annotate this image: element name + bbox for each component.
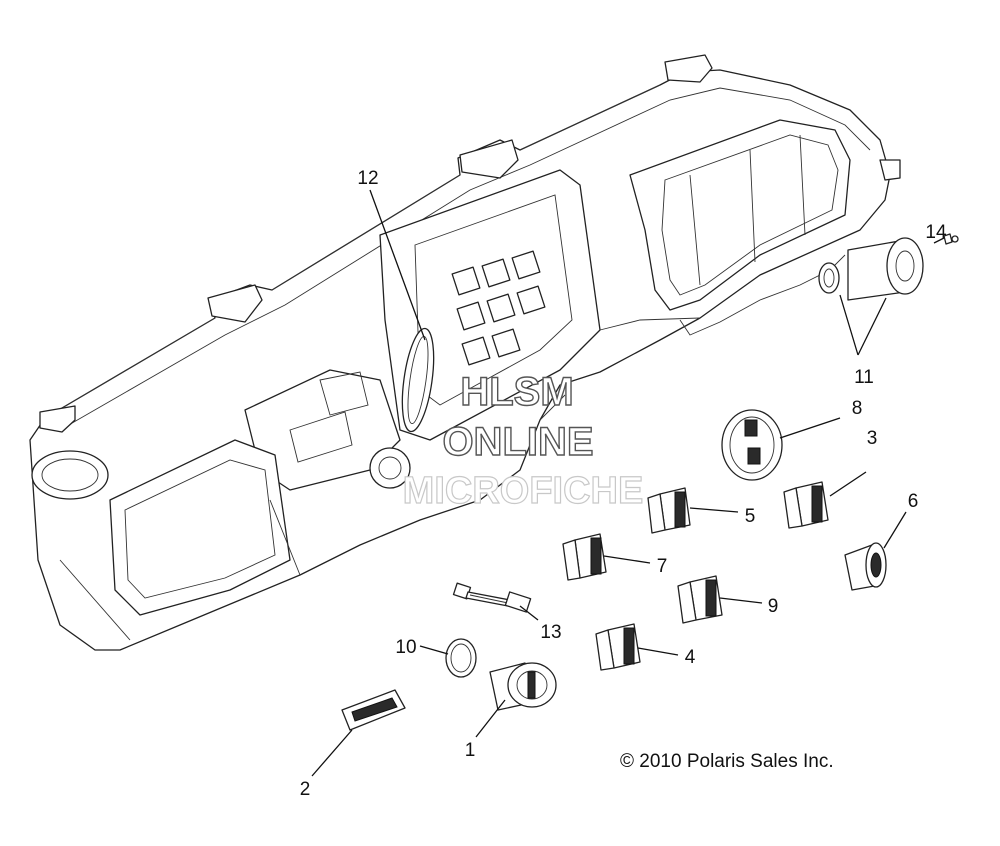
watermark-line-2: ONLINE [442,420,593,464]
callout-9[interactable]: 9 [768,596,779,617]
part-10-o-ring [445,638,477,678]
dashboard-panel [29,54,901,651]
grab-handle [401,327,435,433]
watermark: HLSM ONLINE MICROFICHE [402,369,644,512]
part-8-usb-socket [721,409,783,481]
part-3-rocker-switch [783,481,829,529]
watermark-line-1: HLSM [460,370,573,414]
part-11-mount [818,237,924,301]
watermark-line-3: MICROFICHE [403,470,644,512]
callout-14[interactable]: 14 [925,222,947,243]
copyright-notice: © 2010 Polaris Sales Inc. [620,751,834,772]
callout-7[interactable]: 7 [657,556,668,577]
part-6-power-outlet [844,542,887,591]
leader-lines [311,189,945,777]
callout-10[interactable]: 10 [395,637,416,658]
callout-4[interactable]: 4 [685,647,696,668]
callout-11[interactable]: 11 [854,367,874,388]
switch-bank [451,250,546,366]
part-4-rocker-switch [595,623,641,671]
part-14-screw [943,233,959,245]
part-5-rocker-switch [647,487,691,534]
callout-8[interactable]: 8 [852,398,863,419]
callout-6[interactable]: 6 [908,491,919,512]
callout-2[interactable]: 2 [300,779,311,800]
part-7-rocker-switch [562,533,607,581]
callout-5[interactable]: 5 [745,506,756,527]
part-1-ignition-switch [489,662,557,711]
callout-labels: 12 11 14 8 3 5 6 7 9 13 4 10 1 2 [300,168,947,800]
part-2-switch-panel [341,689,406,731]
part-13-harness [452,582,532,613]
callout-1[interactable]: 1 [465,740,476,761]
part-9-rocker-switch [677,575,723,624]
callout-13[interactable]: 13 [540,622,561,643]
callout-3[interactable]: 3 [867,428,878,449]
callout-12[interactable]: 12 [357,168,378,189]
